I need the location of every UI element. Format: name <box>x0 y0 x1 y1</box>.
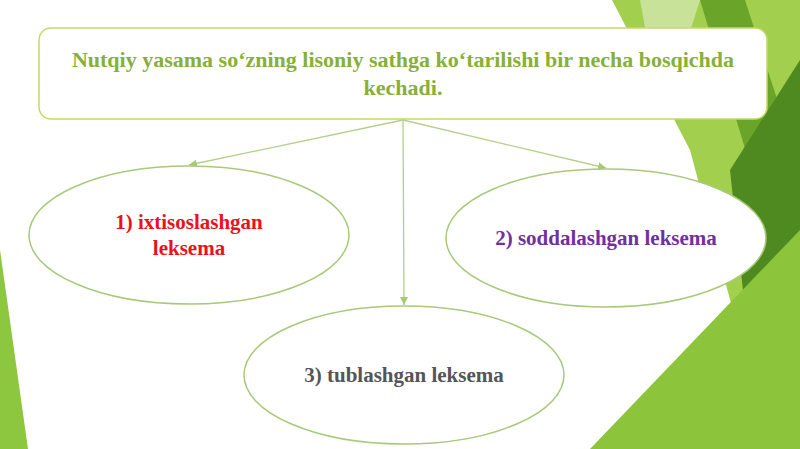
green-shape <box>0 250 28 449</box>
node-text: 2) soddalashgan leksema <box>495 225 717 251</box>
connector-arrow <box>403 120 606 168</box>
ellipse-node: 2) soddalashgan leksema <box>445 168 767 308</box>
node-text: 1) ixtisoslashgan leksema <box>78 209 300 262</box>
node-text: 3) tublashgan leksema <box>304 362 504 388</box>
node-text: Nutqiy yasama so‘zning lisoniy sathga ko… <box>58 46 748 101</box>
box-outline <box>38 27 768 120</box>
ellipse-shape <box>29 166 349 304</box>
connector-arrow <box>403 120 404 305</box>
ellipse-shape <box>244 306 564 444</box>
connector-arrow <box>189 120 403 165</box>
box-shape <box>39 28 767 119</box>
ellipse-shape <box>446 169 766 307</box>
ellipse-node: 1) ixtisoslashgan leksema <box>28 165 350 305</box>
heading-box: Nutqiy yasama so‘zning lisoniy sathga ko… <box>38 27 768 120</box>
ellipse-node: 3) tublashgan leksema <box>243 305 565 445</box>
ellipse-outline <box>28 165 350 305</box>
